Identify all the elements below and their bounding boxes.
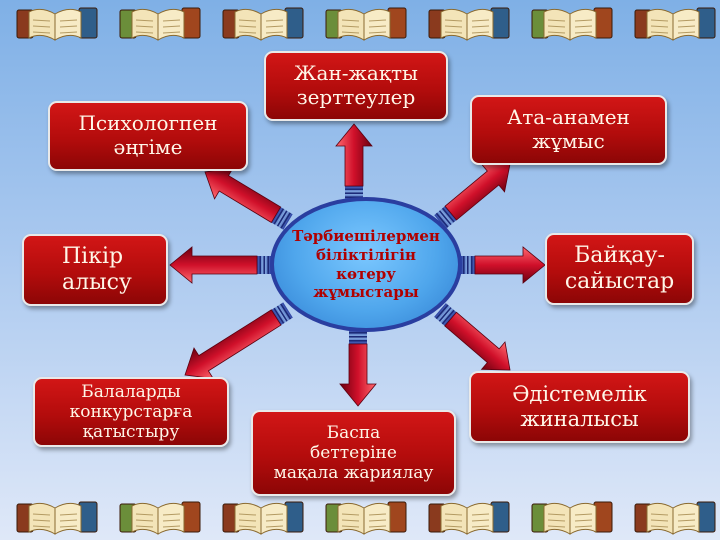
arrow-to-press	[339, 330, 377, 407]
bottom-open-book-icon	[325, 501, 407, 535]
arrow-to-contests	[461, 246, 546, 284]
arrow-to-parents-rib	[438, 210, 452, 226]
arrow-to-press-rib	[349, 340, 367, 342]
node-opinion-label: Пікір алысу	[62, 244, 132, 295]
node-psychologist: Психологпен әңгіме	[48, 101, 248, 171]
arrow-to-parents-shaft	[444, 163, 511, 221]
arrow-to-press-shaft	[339, 343, 377, 407]
node-parents: Ата-анамен жұмыс	[470, 95, 667, 165]
top-open-book-icon	[428, 7, 510, 41]
arrow-to-opinion	[169, 246, 271, 284]
arrow-to-opinion-rib	[263, 256, 265, 274]
arrow-to-contests-rib	[463, 256, 465, 274]
node-research-label: Жан-жақты зерттеулер	[294, 61, 418, 109]
arrow-to-children-rib	[276, 305, 288, 322]
arrow-to-research-rib	[345, 192, 363, 194]
arrow-to-contests-rib	[471, 256, 473, 274]
bottom-open-book-icon	[16, 501, 98, 535]
arrow-to-contests-shaft	[474, 246, 546, 284]
arrow-to-methodical-rib	[441, 309, 455, 325]
arrow-to-psychologist-rib	[273, 208, 285, 225]
node-opinion: Пікір алысу	[22, 234, 168, 306]
arrow-to-parents-rib	[435, 212, 449, 228]
arrow-to-psychologist	[204, 167, 293, 230]
arrow-to-press-rib	[349, 336, 367, 338]
top-open-book-icon	[531, 7, 613, 41]
top-open-book-icon	[119, 7, 201, 41]
node-methodical: Әдістемелік жиналысы	[469, 371, 690, 443]
arrow-to-methodical-rib	[435, 304, 449, 320]
arrow-to-opinion-shaft	[169, 246, 258, 284]
node-children-label: Балаларды конкурстарға қатыстыру	[69, 381, 193, 443]
top-books-border	[16, 7, 716, 41]
arrow-to-parents-rib	[441, 207, 455, 223]
arrow-to-research-rib	[345, 188, 363, 190]
arrow-to-contests-rib	[467, 256, 469, 274]
bottom-open-book-icon	[119, 501, 201, 535]
bottom-open-book-icon	[428, 501, 510, 535]
arrow-to-opinion-rib	[267, 256, 269, 274]
arrow-to-opinion-rib	[259, 256, 261, 274]
arrow-to-methodical	[434, 303, 511, 371]
arrow-to-children	[184, 302, 293, 379]
bottom-open-book-icon	[634, 501, 716, 535]
arrow-to-research-shaft	[335, 123, 373, 187]
top-open-book-icon	[16, 7, 98, 41]
node-press: Баспа беттеріне мақала жариялау	[251, 410, 456, 496]
arrow-to-psychologist-rib	[280, 212, 291, 229]
center-ellipse: Тәрбиешілермен біліктілігін көтеру жұмыс…	[270, 197, 462, 332]
center-label: Тәрбиешілермен біліктілігін көтеру жұмыс…	[292, 227, 440, 302]
node-methodical-label: Әдістемелік жиналысы	[512, 382, 647, 431]
bottom-open-book-icon	[531, 501, 613, 535]
node-contests: Байқау- сайыстар	[545, 233, 694, 305]
arrow-to-research	[335, 123, 373, 200]
arrow-to-children-shaft	[184, 309, 282, 379]
top-open-book-icon	[325, 7, 407, 41]
top-open-book-icon	[222, 7, 304, 41]
arrow-to-parents	[434, 163, 511, 229]
bottom-open-book-icon	[222, 501, 304, 535]
node-research: Жан-жақты зерттеулер	[264, 51, 448, 121]
arrow-to-methodical-shaft	[444, 311, 511, 371]
arrow-to-press-rib	[349, 332, 367, 334]
arrow-to-children-rib	[280, 303, 292, 320]
node-contests-label: Байқау- сайыстар	[564, 243, 675, 294]
bottom-books-border	[16, 501, 716, 535]
node-press-label: Баспа беттеріне мақала жариялау	[273, 422, 434, 484]
node-psychologist-label: Психологпен әңгіме	[78, 111, 218, 159]
arrow-to-psychologist-rib	[276, 210, 288, 227]
arrow-to-children-rib	[273, 307, 285, 324]
node-children: Балаларды конкурстарға қатыстыру	[33, 377, 229, 447]
top-open-book-icon	[634, 7, 716, 41]
arrow-to-methodical-rib	[438, 307, 452, 322]
node-parents-label: Ата-анамен жұмыс	[507, 105, 630, 153]
